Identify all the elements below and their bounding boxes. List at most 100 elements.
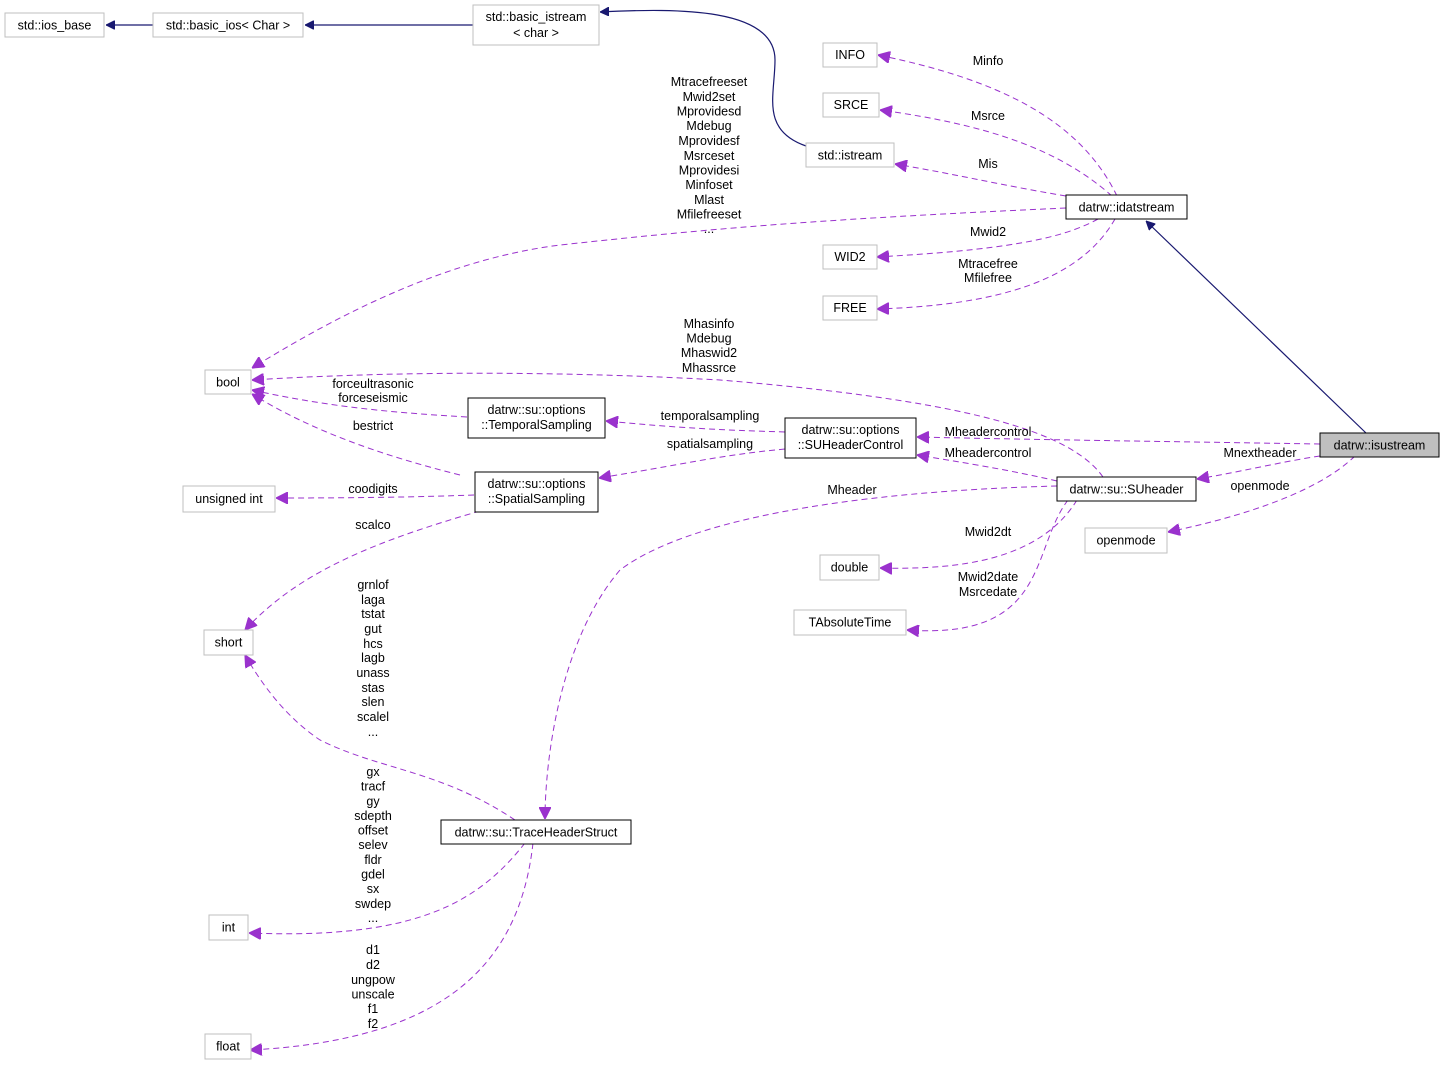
edge-label-free-stack: Mtracefree Mfilefree	[958, 257, 1018, 285]
edge-label-line: Minfoset	[685, 178, 733, 192]
node-std-istream[interactable]: std::istream	[805, 142, 895, 168]
edge-label-line: Mwid2date	[958, 570, 1018, 584]
node-label-line1: std::basic_istream	[486, 10, 587, 24]
edge-int-from-trace	[249, 842, 526, 934]
edge-label-line: laga	[361, 593, 385, 607]
node-label-line1: datrw::su::options	[488, 403, 586, 417]
edge-label-line: Mfilefreeset	[677, 208, 742, 222]
edge-label-line: Mtracefreeset	[671, 75, 748, 89]
edge-label-line: unass	[356, 666, 389, 680]
node-label: FREE	[833, 301, 866, 315]
node-double[interactable]: double	[819, 554, 880, 581]
node-idatstream[interactable]: datrw::idatstream	[1065, 194, 1188, 220]
node-label-line1: datrw::su::options	[488, 477, 586, 491]
edge-labels: Minfo Msrce Mis Mwid2 Mheadercontrol Mhe…	[332, 54, 1296, 1031]
edge-spatialsampling	[599, 448, 786, 478]
node-unsigned-int[interactable]: unsigned int	[182, 485, 276, 513]
node-label-line2: ::SpatialSampling	[488, 492, 585, 506]
node-srce[interactable]: SRCE	[822, 92, 880, 118]
node-label-line2: ::SUHeaderControl	[798, 438, 904, 452]
edge-label-line: f1	[368, 1002, 378, 1016]
node-suheader[interactable]: datrw::su::SUheader	[1056, 476, 1197, 502]
node-std-basic-istream[interactable]: std::basic_istream < char >	[472, 4, 600, 46]
edge-mheader	[545, 485, 1058, 819]
node-std-ios-base[interactable]: std::ios_base	[4, 12, 105, 38]
edge-label-mis: Mis	[978, 157, 997, 171]
node-info[interactable]: INFO	[822, 42, 878, 68]
node-isustream[interactable]: datrw::isustream	[1319, 432, 1440, 458]
edge-bool-from-temporal	[252, 390, 468, 418]
edge-label-bool-suheader-stack: Mhasinfo Mdebug Mhaswid2 Mhassrce	[681, 317, 737, 375]
node-float[interactable]: float	[204, 1033, 252, 1060]
node-std-basic-ios[interactable]: std::basic_ios< Char >	[152, 12, 304, 38]
edge-label-mwid2dt: Mwid2dt	[965, 525, 1012, 539]
edge-short-from-trace	[245, 655, 516, 821]
edge-label-bool-temporal-stack: forceultrasonic forceseismic	[332, 377, 413, 405]
edge-label-line: slen	[362, 695, 385, 709]
node-spatial-sampling[interactable]: datrw::su::options ::SpatialSampling	[474, 471, 599, 513]
edge-label-line: Mprovidesi	[679, 164, 739, 178]
edge-label-mheadercontrol-bottom: Mheadercontrol	[945, 446, 1032, 460]
node-trace-header-struct[interactable]: datrw::su::TraceHeaderStruct	[440, 819, 632, 845]
node-label: datrw::idatstream	[1079, 201, 1175, 215]
edge-label-mheader: Mheader	[827, 483, 876, 497]
edge-label-line: forceseismic	[338, 391, 407, 405]
edge-mnextheader	[1197, 455, 1321, 479]
edge-label-line: selev	[358, 838, 388, 852]
node-free[interactable]: FREE	[822, 295, 878, 321]
node-openmode[interactable]: openmode	[1084, 527, 1168, 554]
node-label: std::ios_base	[18, 19, 92, 33]
node-wid2[interactable]: WID2	[822, 244, 878, 270]
node-short[interactable]: short	[203, 629, 254, 656]
edge-float-from-trace	[250, 842, 534, 1050]
edge-label-line: Mprovidesd	[677, 105, 742, 119]
edge-label-line: gy	[366, 795, 380, 809]
edge-label-line: Mhaswid2	[681, 346, 737, 360]
node-label: float	[216, 1040, 240, 1054]
node-label: unsigned int	[195, 492, 263, 506]
edge-label-mwid2date-stack: Mwid2date Msrcedate	[958, 570, 1018, 599]
node-int[interactable]: int	[208, 914, 249, 941]
node-label: int	[222, 921, 236, 935]
node-bool[interactable]: bool	[204, 369, 252, 395]
node-su-header-control[interactable]: datrw::su::options ::SUHeaderControl	[784, 417, 917, 459]
usage-edges	[245, 55, 1356, 1050]
node-label: SRCE	[834, 98, 869, 112]
node-temporal-sampling[interactable]: datrw::su::options ::TemporalSampling	[467, 397, 606, 439]
edge-label-line: Mfilefree	[964, 271, 1012, 285]
node-tabsolutetime[interactable]: TAbsoluteTime	[793, 609, 907, 636]
edge-istream-to-basic-istream	[600, 10, 807, 147]
edge-mis	[895, 164, 1067, 197]
edge-label-float-stack: d1 d2 ungpow unscale f1 f2	[351, 943, 396, 1031]
edge-label-line: forceultrasonic	[332, 377, 413, 391]
node-label: datrw::su::SUheader	[1070, 483, 1184, 497]
edge-label-int-stack: gx tracf gy sdepth offset selev fldr gde…	[354, 765, 392, 925]
edge-label-line: Mhassrce	[682, 361, 736, 375]
edge-label-bool-idat-stack: Mtracefreeset Mwid2set Mprovidesd Mdebug…	[671, 75, 748, 236]
edge-label-line: ...	[704, 222, 714, 236]
edge-label-line: ...	[368, 911, 378, 925]
node-label: datrw::isustream	[1334, 439, 1426, 453]
edge-label-openmode: openmode	[1230, 479, 1289, 493]
node-label: INFO	[835, 48, 865, 62]
edge-label-line: sdepth	[354, 809, 392, 823]
edge-mwid2	[877, 218, 1099, 257]
edge-isustream-to-idatstream	[1146, 221, 1367, 434]
edge-label-line: Mlast	[694, 193, 724, 207]
edge-temporalsampling	[606, 421, 786, 433]
edge-label-line: Msrcedate	[959, 585, 1017, 599]
node-label: WID2	[834, 250, 865, 264]
edge-label-line: stas	[362, 681, 385, 695]
edge-label-coodigits: coodigits	[348, 482, 397, 496]
edge-label-line: gut	[364, 622, 382, 636]
edge-label-line: gdel	[361, 868, 385, 882]
edge-bool-from-suheader	[252, 372, 1104, 478]
node-label: std::basic_ios< Char >	[166, 19, 290, 33]
edge-label-line: Mwid2set	[683, 90, 736, 104]
edge-bool-bestrict	[252, 394, 461, 476]
edge-label-line: Mdebug	[686, 332, 731, 346]
edge-label-line: offset	[358, 824, 389, 838]
edge-label-mnextheader: Mnextheader	[1224, 446, 1297, 460]
edge-label-scalco: scalco	[355, 518, 390, 532]
